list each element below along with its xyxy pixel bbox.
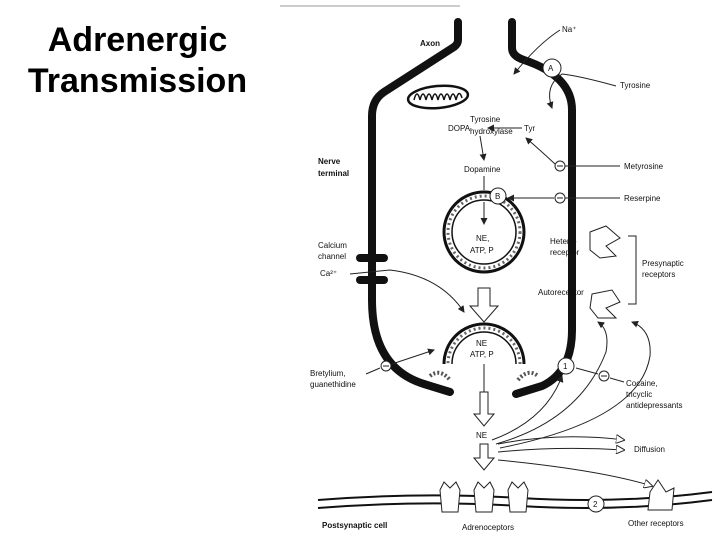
adrenoceptors-label: Adrenoceptors xyxy=(462,523,514,532)
mitochondrion xyxy=(406,84,470,110)
adrenoceptor-1 xyxy=(439,481,461,513)
autoreceptor-feedback-arrow xyxy=(495,321,608,445)
nerve-terminal-label-2: terminal xyxy=(318,169,349,178)
postsynaptic-cell-label: Postsynaptic cell xyxy=(322,521,387,530)
tyrosine-hydroxylase-label-1: Tyrosine xyxy=(470,115,501,124)
ne-label: NE xyxy=(476,431,487,440)
metyrosine-label: Metyrosine xyxy=(624,162,664,171)
nerve-terminal-membrane xyxy=(368,18,462,396)
transporter-b xyxy=(489,187,507,205)
dopamine-label: Dopamine xyxy=(464,165,501,174)
dopa-to-dopamine-line xyxy=(479,135,487,161)
bretylium-label-2: guanethidine xyxy=(310,380,356,389)
tyr-label: Tyr xyxy=(524,124,535,133)
transporter-a xyxy=(542,58,562,78)
na-arrow xyxy=(513,29,561,75)
heteroreceptor-feedback-arrow xyxy=(499,320,651,449)
reuptake-arrow xyxy=(491,375,564,441)
vesicle-docked-label-2: ATP, P xyxy=(470,350,494,359)
adrenoceptor-2 xyxy=(473,481,495,513)
vesicle-docked xyxy=(428,322,540,382)
cocaine-label-3: antidepressants xyxy=(626,401,682,410)
diffusion-arrow-upper xyxy=(497,437,624,445)
ne-release-arrow xyxy=(472,391,496,427)
heteroreceptor-label-1: Hetero- xyxy=(550,237,577,246)
adrenoceptor-3 xyxy=(507,481,529,513)
nerve-terminal-label-1: Nerve xyxy=(318,157,341,166)
tyrosine-hydroxylase-label-2: hydroxylase xyxy=(470,127,513,136)
calcium-channel-label-1: Calcium xyxy=(318,241,347,250)
calcium-channel-upper xyxy=(356,254,388,262)
calcium-channel-lower xyxy=(356,276,388,284)
na-label: Na⁺ xyxy=(562,25,576,34)
other-receptor-shape xyxy=(647,479,675,511)
diffusion-arrow-lower xyxy=(497,448,624,452)
autoreceptor-shape xyxy=(589,289,621,319)
autoreceptor-label: Autoreceptor xyxy=(538,288,584,297)
bretylium-label-1: Bretylium, xyxy=(310,369,346,378)
cocaine-label-2: tricyclic xyxy=(626,390,652,399)
transporter-2 xyxy=(587,495,605,513)
calcium-influx-arrow xyxy=(349,269,465,313)
presynaptic-receptors-bracket xyxy=(628,235,637,305)
adrenergic-synapse-diagram: A Na⁺ Tyrosine Axon Tyrosine hydroxylase… xyxy=(280,5,713,532)
vesicle-migration-arrow xyxy=(468,287,500,323)
heteroreceptor-label-2: receptor xyxy=(550,248,580,257)
tyrosine-uptake-arrow xyxy=(546,73,617,109)
transporter-2-label: 2 xyxy=(593,500,598,509)
vesicle-upper-label-1: NE, xyxy=(476,234,489,243)
reserpine-label: Reserpine xyxy=(624,194,661,203)
heteroreceptor-shape xyxy=(589,225,621,259)
transporter-a-label: A xyxy=(548,64,554,73)
vesicle-upper-label-2: ATP, P xyxy=(470,246,494,255)
vesicle-upper xyxy=(442,190,526,274)
dopa-label: DOPA xyxy=(448,124,471,133)
transporter-1 xyxy=(557,357,575,375)
vesicle-docked-label-1: NE xyxy=(476,339,487,348)
transporter-1-label: 1 xyxy=(563,362,568,371)
other-receptors-label: Other receptors xyxy=(628,519,684,528)
ca-label: Ca²⁺ xyxy=(320,269,337,278)
cocaine-label-1: Cocaine, xyxy=(626,379,658,388)
slide-title: Adrenergic Transmission xyxy=(0,20,275,102)
slide-title-line-2: Transmission xyxy=(27,62,248,100)
calcium-channel-label-2: channel xyxy=(318,252,346,261)
transporter-b-label: B xyxy=(495,192,500,201)
presynaptic-receptors-label-2: receptors xyxy=(642,270,675,279)
diffusion-label: Diffusion xyxy=(634,445,665,454)
ne-to-postsynaptic-arrow xyxy=(472,443,496,471)
axon-label: Axon xyxy=(420,39,440,48)
nerve-terminal-membrane-right xyxy=(508,18,576,398)
slide-title-line-1: Adrenergic xyxy=(47,21,228,59)
tyrosine-right-label: Tyrosine xyxy=(620,81,651,90)
presynaptic-receptors-label-1: Presynaptic xyxy=(642,259,684,268)
other-receptors-arrow xyxy=(497,459,652,486)
